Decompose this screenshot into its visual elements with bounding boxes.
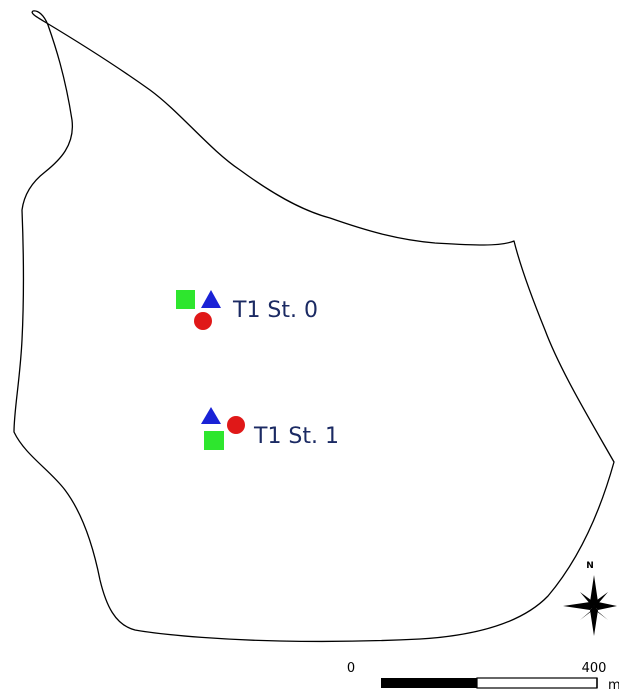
red-circle-marker[interactable] [194,312,212,330]
green-square-marker[interactable] [204,431,224,450]
study-area-boundary [13,10,615,643]
north-label: N [586,561,594,571]
compass-rose-icon [563,575,617,636]
green-square-marker[interactable] [176,290,195,309]
scale-bar-white-segment [476,677,598,689]
station-marker-group-st0[interactable] [176,290,221,330]
station-label-st0: T1 St. 0 [232,298,318,323]
station-marker-group-st1[interactable] [201,407,245,450]
blue-triangle-marker[interactable] [201,407,221,424]
blue-triangle-marker[interactable] [201,290,221,308]
north-arrow: N [563,561,617,636]
scale-bar: 0 400 m [347,661,619,693]
scale-unit-label: m [608,678,619,693]
station-label-st1: T1 St. 1 [253,424,339,449]
scale-bar-black-segment [381,678,477,688]
red-circle-marker[interactable] [227,416,245,434]
scale-start-label: 0 [347,661,355,676]
scale-end-label: 400 [582,661,607,676]
